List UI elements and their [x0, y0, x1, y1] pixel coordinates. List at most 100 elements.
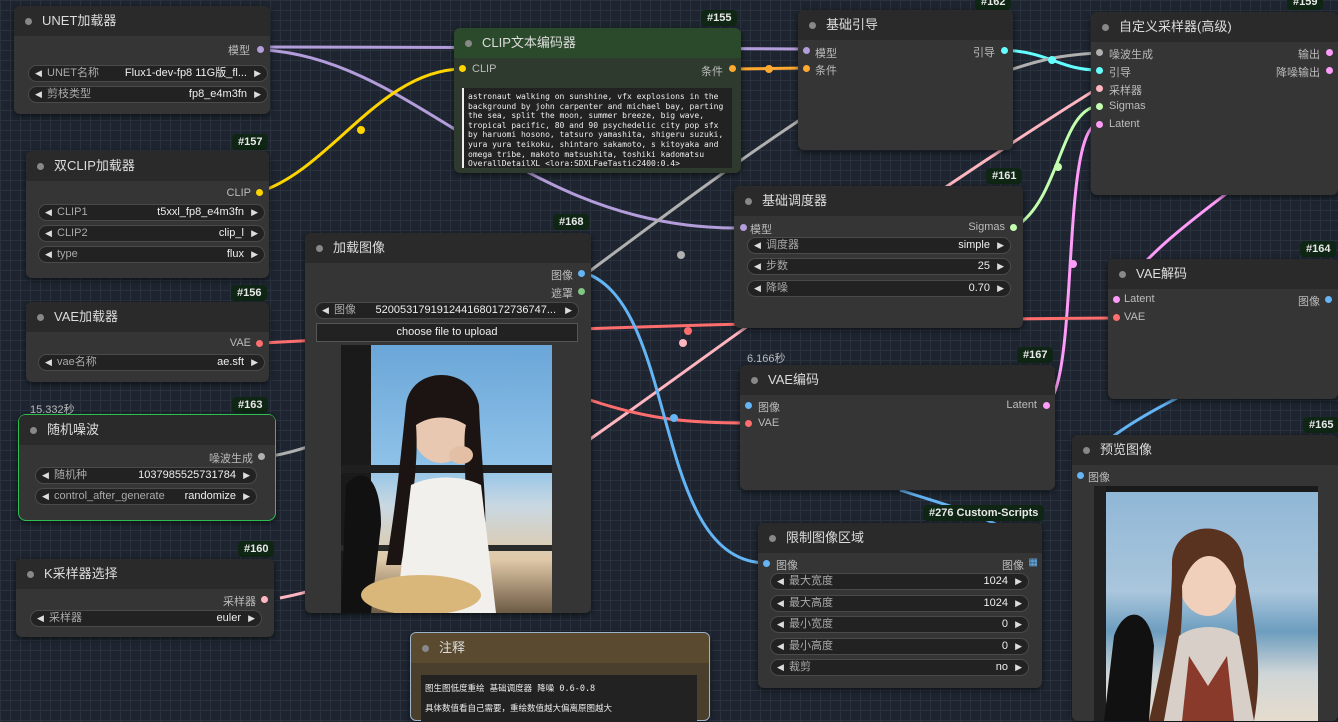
node-note[interactable]: 注释 图生图低度重绘 基础调度器 降噪 0.6-0.8 具体数值看自己需要，重绘…: [410, 632, 710, 722]
input-guider-dot[interactable]: [1096, 67, 1103, 74]
input-image-dot[interactable]: [763, 560, 770, 567]
input-vae-dot[interactable]: [1113, 314, 1120, 321]
output-cond-dot[interactable]: [729, 65, 736, 72]
arrow-left-icon[interactable]: ◀: [45, 207, 52, 217]
arrow-left-icon[interactable]: ◀: [45, 357, 52, 367]
output-image-dot[interactable]: [578, 270, 585, 277]
arrow-right-icon[interactable]: ▶: [1015, 576, 1022, 586]
output-model-dot[interactable]: [257, 46, 264, 53]
input-noise-dot[interactable]: [1096, 49, 1103, 56]
arrow-right-icon[interactable]: ▶: [254, 68, 261, 78]
input-model-dot[interactable]: [803, 47, 810, 54]
output-output-dot[interactable]: [1326, 49, 1333, 56]
arrow-right-icon[interactable]: ▶: [1015, 598, 1022, 608]
output-noise-dot[interactable]: [258, 453, 265, 460]
input-image-dot[interactable]: [1077, 472, 1084, 479]
input-cond-dot[interactable]: [803, 65, 810, 72]
note-textarea[interactable]: 图生图低度重绘 基础调度器 降噪 0.6-0.8 具体数值看自己需要，重绘数值越…: [421, 675, 697, 722]
input-model-dot[interactable]: [740, 224, 747, 231]
arrow-left-icon[interactable]: ◀: [45, 228, 52, 238]
arrow-left-icon[interactable]: ◀: [754, 240, 761, 250]
input-sigmas-dot[interactable]: [1096, 103, 1103, 110]
arrow-right-icon[interactable]: ▶: [243, 470, 250, 480]
input-vae-dot[interactable]: [745, 420, 752, 427]
arrow-right-icon[interactable]: ▶: [251, 357, 258, 367]
arrow-left-icon[interactable]: ◀: [42, 491, 49, 501]
output-sampler-dot[interactable]: [261, 596, 268, 603]
output-clip-dot[interactable]: [256, 189, 263, 196]
arrow-left-icon[interactable]: ◀: [777, 662, 784, 672]
node-preview-image[interactable]: 预览图像 图像: [1072, 435, 1338, 721]
arrow-left-icon[interactable]: ◀: [322, 305, 329, 315]
upload-button[interactable]: choose file to upload: [316, 323, 578, 342]
arrow-right-icon[interactable]: ▶: [1015, 641, 1022, 651]
arrow-right-icon[interactable]: ▶: [1015, 619, 1022, 629]
node-vae-encode[interactable]: VAE编码 图像 VAE Latent: [740, 365, 1055, 490]
arrow-left-icon[interactable]: ◀: [45, 249, 52, 259]
arrow-left-icon[interactable]: ◀: [777, 576, 784, 586]
arrow-left-icon[interactable]: ◀: [777, 619, 784, 629]
output-latent-dot[interactable]: [1043, 402, 1050, 409]
arrow-right-icon[interactable]: ▶: [565, 305, 572, 315]
node-clip-text-encoder[interactable]: CLIP文本编码器 CLIP 条件 astronaut walking on s…: [454, 28, 741, 173]
arrow-right-icon[interactable]: ▶: [997, 240, 1004, 250]
output-vae-dot[interactable]: [256, 340, 263, 347]
arrow-right-icon[interactable]: ▶: [251, 228, 258, 238]
arrow-right-icon[interactable]: ▶: [254, 89, 261, 99]
input-image-dot[interactable]: [745, 402, 752, 409]
output-sigmas-dot[interactable]: [1010, 224, 1017, 231]
input-latent-dot[interactable]: [1096, 121, 1103, 128]
arrow-left-icon[interactable]: ◀: [35, 68, 42, 78]
output-image-dot[interactable]: [1325, 296, 1332, 303]
arrow-right-icon[interactable]: ▶: [251, 207, 258, 217]
grid-icon[interactable]: ▦: [1028, 557, 1038, 568]
arrow-right-icon[interactable]: ▶: [997, 261, 1004, 271]
arrow-right-icon[interactable]: ▶: [1015, 662, 1022, 672]
node-basic-guider[interactable]: 基础引导 模型 条件 引导: [798, 10, 1013, 150]
arrow-left-icon[interactable]: ◀: [754, 283, 761, 293]
output-mask-dot[interactable]: [578, 288, 585, 295]
prompt-textarea[interactable]: astronaut walking on sunshine, vfx explo…: [462, 88, 732, 168]
input-clip-dot[interactable]: [459, 65, 466, 72]
node-vae-decode[interactable]: VAE解码 Latent VAE 图像: [1108, 259, 1338, 399]
arrow-left-icon[interactable]: ◀: [777, 598, 784, 608]
arrow-right-icon[interactable]: ▶: [251, 249, 258, 259]
input-latent-dot[interactable]: [1113, 296, 1120, 303]
node-sampler-custom-advanced[interactable]: 自定义采样器(高级) 噪波生成 引导 采样器 Sigmas Latent 输出 …: [1091, 12, 1338, 195]
arrow-left-icon[interactable]: ◀: [754, 261, 761, 271]
arrow-left-icon[interactable]: ◀: [35, 89, 42, 99]
arrow-right-icon[interactable]: ▶: [243, 491, 250, 501]
arrow-left-icon[interactable]: ◀: [42, 470, 49, 480]
arrow-right-icon[interactable]: ▶: [248, 613, 255, 623]
arrow-left-icon[interactable]: ◀: [777, 641, 784, 651]
input-sampler-dot[interactable]: [1096, 85, 1103, 92]
arrow-right-icon[interactable]: ▶: [997, 283, 1004, 293]
arrow-left-icon[interactable]: ◀: [37, 613, 44, 623]
output-denoised-dot[interactable]: [1326, 67, 1333, 74]
